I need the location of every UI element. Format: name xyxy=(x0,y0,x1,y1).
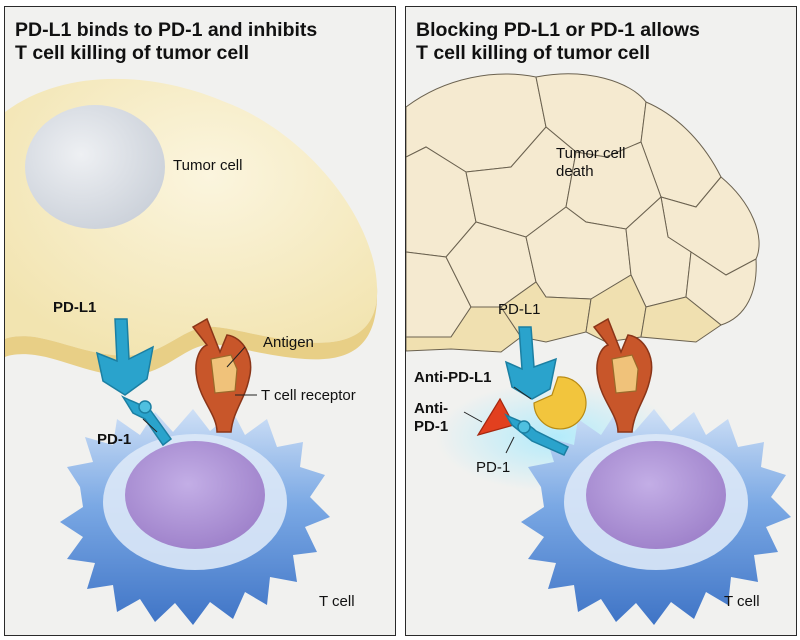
label-anti-pd-1: Anti-PD-1 xyxy=(414,400,449,435)
label-anti-pd-l1: Anti-PD-L1 xyxy=(414,369,492,386)
pd-l1-receptor xyxy=(504,326,557,400)
tumor-cell-fragments xyxy=(406,73,760,353)
t-cell-nucleus xyxy=(586,441,726,549)
left-illustration xyxy=(5,78,378,625)
pd-l1-receptor xyxy=(95,318,155,396)
anti-pd-l1-antibody xyxy=(533,376,587,430)
antigen-shape xyxy=(611,354,639,394)
t-cell-nucleus xyxy=(125,441,265,549)
label-pd-l1: PD-L1 xyxy=(498,301,541,318)
label-t-cell-receptor: T cell receptor xyxy=(261,387,356,404)
right-illustration xyxy=(406,73,791,625)
label-pd-1: PD-1 xyxy=(476,459,511,476)
anti-pd-1-antibody xyxy=(476,397,515,436)
label-t-cell: T cell xyxy=(319,593,355,610)
label-pd-l1: PD-L1 xyxy=(53,299,97,316)
tumor-nucleus xyxy=(25,105,165,229)
antigen-shape xyxy=(210,354,238,394)
label-t-cell: T cell xyxy=(724,593,760,610)
label-pd-1: PD-1 xyxy=(97,431,132,448)
label-antigen: Antigen xyxy=(263,334,314,351)
label-tumor-cell: Tumor cell xyxy=(173,157,243,174)
